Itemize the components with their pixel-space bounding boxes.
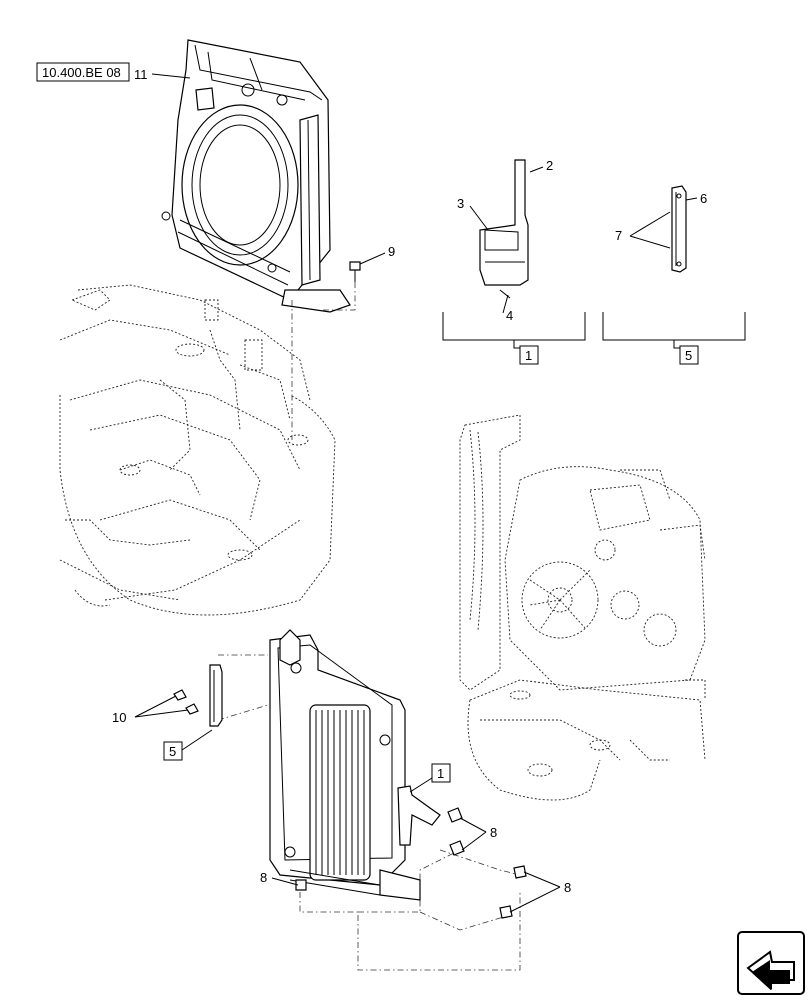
cooler-fins	[315, 710, 365, 875]
kit-box-5-left: 5	[163, 729, 213, 761]
bolts-10	[173, 689, 199, 715]
svg-text:1: 1	[437, 766, 444, 781]
kit-box-1-cooler: 1	[409, 763, 451, 793]
radiator-assembly	[161, 39, 351, 313]
kit-1-bracket-line	[442, 312, 586, 349]
bolt-9	[349, 261, 361, 282]
arrow-navigation-icon[interactable]	[737, 931, 805, 995]
left-bracket-item-5	[209, 664, 223, 727]
chassis-frame-outline	[59, 284, 336, 616]
svg-text:5: 5	[685, 348, 692, 363]
callout-6: 6	[700, 191, 707, 206]
reference-box[interactable]: 10.400.BE 08	[36, 62, 130, 82]
callout-leaders	[134, 73, 698, 913]
callout-2: 2	[546, 158, 553, 173]
kit-5-bracket-line	[602, 312, 746, 349]
callout-11: 11	[134, 67, 148, 82]
callout-labels: 11 2 3 4 6 7 9 10 8 8 8	[112, 67, 707, 895]
bracket-kit-1-parts	[479, 159, 529, 299]
callout-10: 10	[112, 710, 126, 725]
cooler-bracket-item-1	[397, 785, 441, 846]
svg-text:1: 1	[525, 348, 532, 363]
callout-7: 7	[615, 228, 622, 243]
callout-8-left: 8	[260, 870, 267, 885]
bracket-kit-5-parts	[671, 185, 687, 273]
kit-box-5-top: 5	[679, 345, 699, 365]
callout-8-upper: 8	[490, 825, 497, 840]
callout-3: 3	[457, 196, 464, 211]
callout-4: 4	[506, 308, 513, 323]
engine-assembly-outline	[459, 414, 706, 801]
callout-8-lower: 8	[564, 880, 571, 895]
oil-cooler-assembly	[269, 629, 421, 901]
bolts-8	[295, 807, 527, 919]
callout-9: 9	[388, 244, 395, 259]
kit-box-1-top: 1	[519, 345, 539, 365]
svg-text:5: 5	[169, 744, 176, 759]
reference-box-label: 10.400.BE 08	[42, 65, 121, 80]
